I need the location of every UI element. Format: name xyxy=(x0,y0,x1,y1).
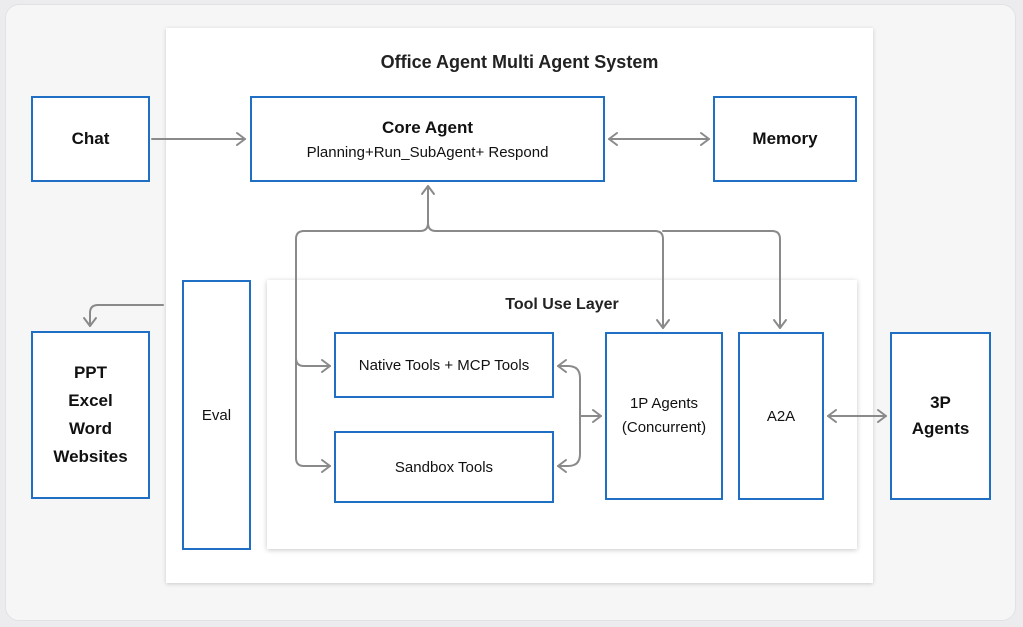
first-party-agents-node: 1P Agents (Concurrent) xyxy=(605,332,723,500)
arrowhead xyxy=(557,359,567,373)
arrow-to-1p-agents xyxy=(427,222,664,329)
first-party-agents-line1: 1P Agents xyxy=(629,395,699,412)
memory-node: Memory xyxy=(713,96,857,182)
chat-node: Chat xyxy=(31,96,150,182)
first-party-agents-line2: (Concurrent) xyxy=(621,419,707,436)
output-word: Word xyxy=(68,419,113,438)
core-agent-node: Core Agent Planning+Run_SubAgent+ Respon… xyxy=(250,96,605,182)
arrow-to-native-tools xyxy=(295,357,331,367)
sandbox-tools-node: Sandbox Tools xyxy=(334,431,554,503)
arrowhead xyxy=(321,359,331,373)
third-party-agents-line2: Agents xyxy=(911,419,970,438)
core-agent-subtitle: Planning+Run_SubAgent+ Respond xyxy=(306,143,549,161)
arrow-core-branch xyxy=(295,185,429,467)
arrowhead xyxy=(236,132,246,146)
arrowhead xyxy=(827,409,837,423)
native-tools-node: Native Tools + MCP Tools xyxy=(334,332,554,398)
a2a-node: A2A xyxy=(738,332,824,500)
arrowhead xyxy=(877,409,887,423)
eval-label: Eval xyxy=(201,406,232,424)
arrowhead xyxy=(773,319,787,329)
a2a-label: A2A xyxy=(766,407,796,425)
arrow-to-a2a xyxy=(662,230,781,329)
third-party-agents-node: 3P Agents xyxy=(890,332,991,500)
chat-label: Chat xyxy=(71,129,110,148)
memory-label: Memory xyxy=(752,129,818,148)
output-ppt: PPT xyxy=(73,363,108,382)
output-websites: Websites xyxy=(53,447,128,466)
third-party-agents-line1: 3P xyxy=(930,393,951,412)
arrowhead xyxy=(321,459,331,473)
arrowhead xyxy=(608,132,618,146)
outputs-node: PPT Excel Word Websites xyxy=(31,331,150,499)
arrowhead xyxy=(557,459,567,473)
arrowhead xyxy=(83,317,97,327)
arrowhead xyxy=(592,409,602,423)
core-agent-title: Core Agent xyxy=(382,117,473,137)
sandbox-tools-label: Sandbox Tools xyxy=(394,458,494,476)
diagram-title: Office Agent Multi Agent System xyxy=(380,52,659,72)
native-tools-label: Native Tools + MCP Tools xyxy=(358,356,530,374)
tool-use-layer-title: Tool Use Layer xyxy=(505,296,619,313)
eval-node: Eval xyxy=(182,280,251,550)
output-excel: Excel xyxy=(68,391,113,410)
arrowhead xyxy=(421,185,435,195)
arrowhead xyxy=(700,132,710,146)
arrow-tools-to-1p xyxy=(557,365,581,467)
arrowhead xyxy=(656,319,670,329)
arrow-to-outputs xyxy=(89,304,164,327)
